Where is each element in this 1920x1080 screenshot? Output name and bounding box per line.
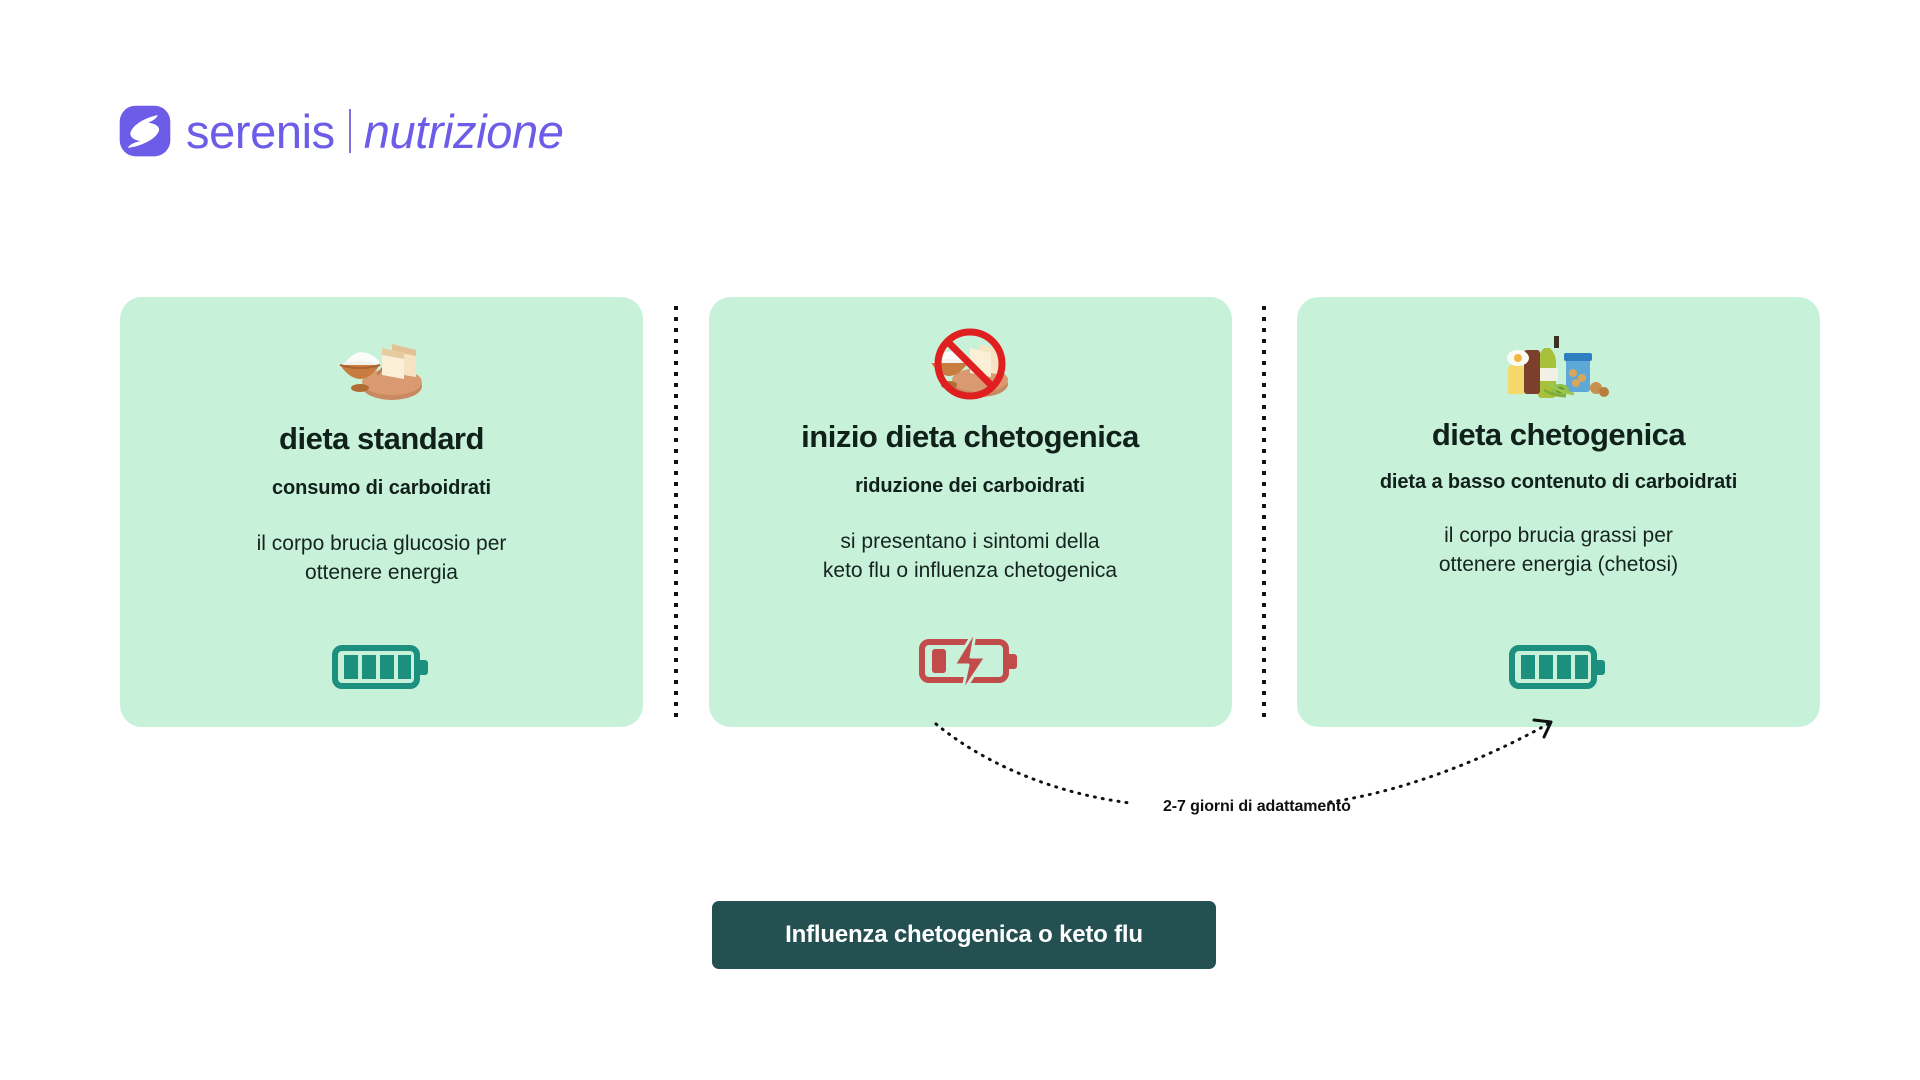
brand-subbrand: nutrizione	[363, 104, 564, 158]
adaptation-arrow	[930, 718, 1570, 828]
brand-wordmark: serenis nutrizione	[186, 108, 564, 155]
brand-name: serenis	[186, 104, 335, 158]
keto-flu-cta-button[interactable]: Influenza chetogenica o keto flu	[712, 901, 1216, 969]
card-subtitle: riduzione dei carboidrati	[855, 475, 1085, 497]
battery-full-icon	[331, 641, 432, 707]
card-separator-2	[1232, 297, 1298, 727]
card-body-line: ottenere energia	[305, 560, 458, 584]
card-body-line: ottenere energia (chetosi)	[1438, 552, 1679, 576]
battery-low-charging-icon	[918, 629, 1022, 707]
adaptation-label: 2-7 giorni di adattamento	[1163, 798, 1351, 815]
card-body: il corpo brucia grassi per ottenere ener…	[1439, 522, 1678, 580]
card-body-line: keto flu o influenza chetogenica	[822, 558, 1118, 582]
card-title: inizio dieta chetogenica	[801, 419, 1139, 454]
card-subtitle: consumo di carboidrati	[272, 477, 491, 499]
card-separator-1	[643, 297, 709, 727]
card-body-line: il corpo brucia glucosio per	[256, 532, 507, 555]
card-dieta-standard: dieta standard consumo di carboidrati il…	[120, 297, 643, 727]
card-title: dieta standard	[279, 421, 484, 456]
bread-and-flour-icon	[334, 329, 430, 407]
no-bread-icon	[922, 327, 1018, 405]
battery-full-icon	[1508, 641, 1609, 707]
card-title: dieta chetogenica	[1431, 417, 1686, 452]
serenis-swirl-logo-icon	[119, 105, 171, 157]
card-subtitle: dieta a basso contenuto di carboidrati	[1379, 471, 1738, 493]
keto-foods-icon	[1504, 327, 1614, 405]
dotted-divider-icon	[1262, 306, 1267, 718]
card-inizio-dieta-chetogenica: inizio dieta chetogenica riduzione dei c…	[708, 297, 1232, 727]
card-dieta-chetogenica: dieta chetogenica dieta a basso contenut…	[1297, 297, 1820, 727]
card-body: il corpo brucia glucosio per ottenere en…	[257, 530, 507, 588]
dotted-arc-arrow-icon	[934, 718, 1553, 805]
diet-stage-cards: dieta standard consumo di carboidrati il…	[120, 297, 1820, 727]
brand-logo: serenis nutrizione	[118, 104, 564, 158]
card-body: si presentano i sintomi della keto flu o…	[823, 528, 1117, 586]
card-body-line: il corpo brucia grassi per	[1444, 524, 1673, 547]
brand-divider	[348, 109, 351, 153]
card-body-line: si presentano i sintomi della	[840, 530, 1100, 553]
dotted-divider-icon	[673, 306, 678, 718]
keto-flu-cta-label: Influenza chetogenica o keto flu	[785, 921, 1143, 948]
